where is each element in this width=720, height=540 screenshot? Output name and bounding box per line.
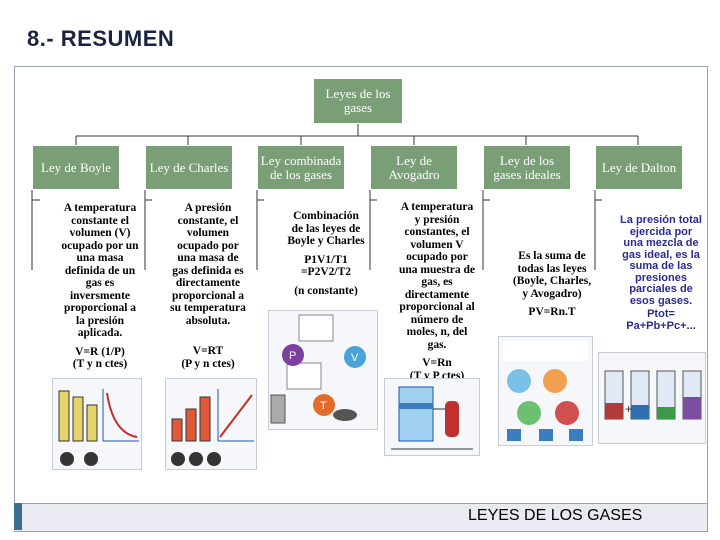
combinada-illustration: P V T xyxy=(268,310,378,430)
charles-conditions: (P y n ctes) xyxy=(181,357,235,370)
boyle-graph-icon xyxy=(58,389,139,466)
gases-poster-illustration xyxy=(498,336,593,446)
combinada-conditions: (n constante) xyxy=(294,284,358,297)
law-node-gases-ideales: Ley de los gases ideales xyxy=(483,145,571,190)
boyle-conditions: (T y n ctes) xyxy=(72,358,128,370)
law-node-charles: Ley de Charles xyxy=(145,145,233,190)
boyle-illustration xyxy=(52,378,142,470)
t-label: T xyxy=(320,400,327,412)
law-node-avogadro: Ley de Avogadro xyxy=(370,145,458,190)
combinada-pvt-icon: P V T xyxy=(270,314,366,424)
law-node-dalton: Ley de Dalton xyxy=(595,145,683,190)
p-label: P xyxy=(289,350,296,362)
v-label: V xyxy=(351,352,359,364)
page-title: 8.- RESUMEN xyxy=(27,26,175,51)
root-node-leyes-de-los-gases: Leyes de los gases xyxy=(313,78,403,124)
avogadro-formula: V=Rn xyxy=(422,357,452,369)
gases-poster-icon xyxy=(503,341,588,441)
avogadro-illustration xyxy=(384,378,480,456)
combinada-formula-2: =P2V2/T2 xyxy=(301,266,351,278)
law-node-combinada: Ley combinada de los gases xyxy=(257,145,345,190)
charles-formula: V=RT xyxy=(192,345,224,357)
dalton-illustration: + xyxy=(598,352,706,444)
footer-accent xyxy=(14,503,22,530)
combinada-formula: P1V1/T1 xyxy=(304,253,348,266)
law-node-boyle: Ley de Boyle xyxy=(32,145,120,190)
dalton-cylinders-icon: + xyxy=(604,370,702,420)
dalton-formula-2: Pa+Pb+Pc+... xyxy=(626,319,696,332)
gases-ideales-formula: PV=Rn.T xyxy=(528,306,576,318)
dalton-formula: Ptot= xyxy=(647,308,675,320)
charles-graph-icon xyxy=(171,389,254,466)
charles-illustration xyxy=(165,378,257,470)
footer-text: LEYES DE LOS GASES xyxy=(468,507,643,524)
footer-bar xyxy=(14,503,707,531)
boyle-formula: V=R (1/P) xyxy=(75,345,125,358)
avogadro-cylinder-icon xyxy=(391,386,473,450)
plus-sign: + xyxy=(625,402,632,416)
